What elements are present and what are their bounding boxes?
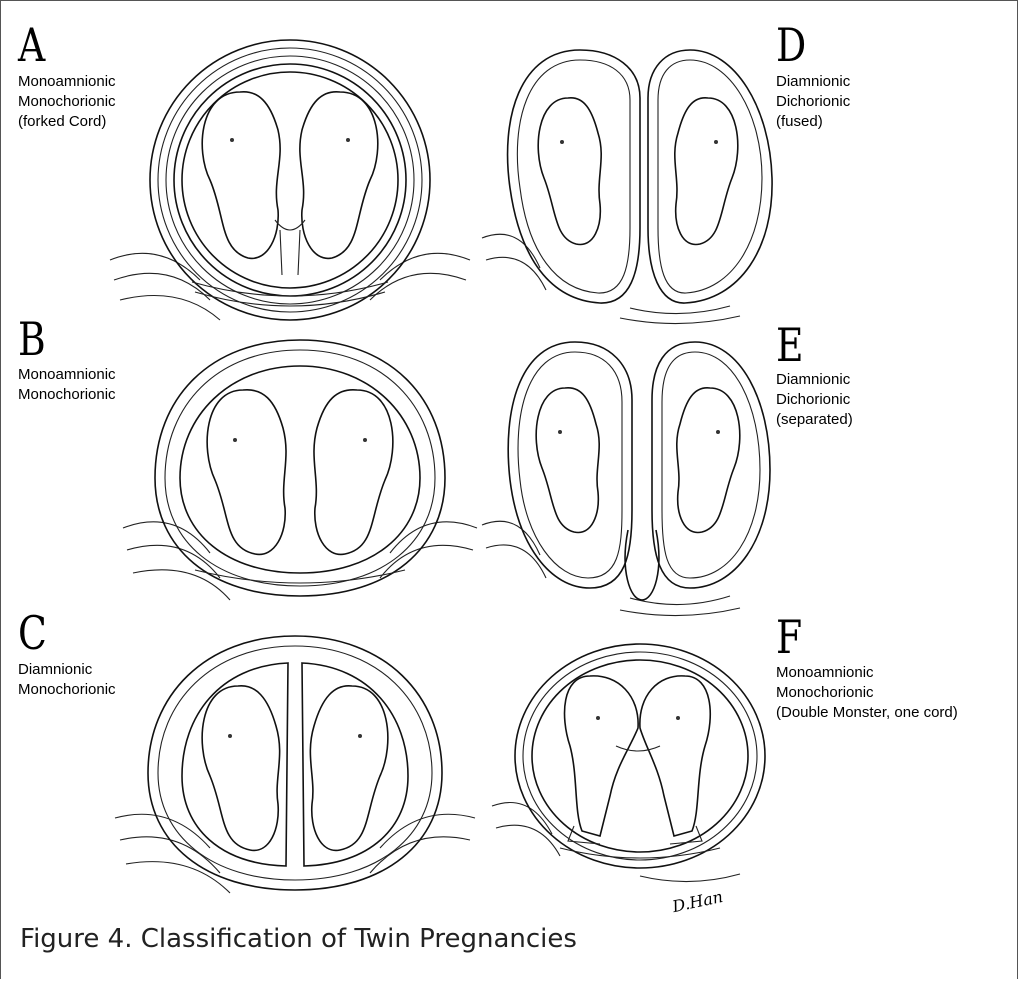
desc-line: Monochorionic bbox=[18, 386, 116, 403]
desc-line: Monochorionic bbox=[18, 93, 116, 110]
desc-line: Dichorionic bbox=[776, 391, 851, 408]
desc-line: Diamnionic bbox=[776, 73, 851, 90]
desc-line: (fused) bbox=[776, 113, 823, 130]
panel-letter: E bbox=[776, 318, 804, 372]
desc-line: Monochorionic bbox=[18, 681, 116, 698]
panel-description: Diamnionic Monochorionic bbox=[18, 660, 116, 700]
panel-letter: D bbox=[776, 18, 806, 72]
panel-description: Diamnionic Dichorionic (fused) bbox=[776, 72, 850, 132]
desc-line: Diamnionic bbox=[18, 661, 93, 678]
panel-letter: B bbox=[18, 312, 46, 366]
figure-caption: Figure 4. Classification of Twin Pregnan… bbox=[20, 924, 577, 954]
desc-line: Dichorionic bbox=[776, 93, 851, 110]
illustration-f bbox=[491, 643, 766, 883]
desc-line: Monochorionic bbox=[776, 684, 874, 701]
illustration-d bbox=[481, 49, 773, 325]
panel-description: Diamnionic Dichorionic (separated) bbox=[776, 370, 853, 430]
panel-letter: F bbox=[776, 610, 802, 664]
desc-line: Monoamnionic bbox=[18, 73, 116, 90]
panel-description: Monoamnionic Monochorionic (forked Cord) bbox=[18, 72, 116, 132]
panel-letter: A bbox=[18, 18, 45, 72]
desc-line: Diamnionic bbox=[776, 371, 851, 388]
illustration-c bbox=[114, 635, 476, 894]
desc-line: Monoamnionic bbox=[18, 366, 116, 383]
desc-line: (forked Cord) bbox=[18, 113, 107, 130]
panel-description: Monoamnionic Monochorionic bbox=[18, 365, 116, 405]
desc-line: (separated) bbox=[776, 411, 853, 428]
illustration-a bbox=[109, 39, 471, 321]
panel-letter: C bbox=[18, 606, 47, 660]
illustration-e bbox=[481, 341, 771, 617]
desc-line: Monoamnionic bbox=[776, 664, 874, 681]
desc-line: (Double Monster, one cord) bbox=[776, 704, 958, 721]
illustration-b bbox=[122, 339, 478, 601]
panel-description: Monoamnionic Monochorionic (Double Monst… bbox=[776, 663, 958, 723]
